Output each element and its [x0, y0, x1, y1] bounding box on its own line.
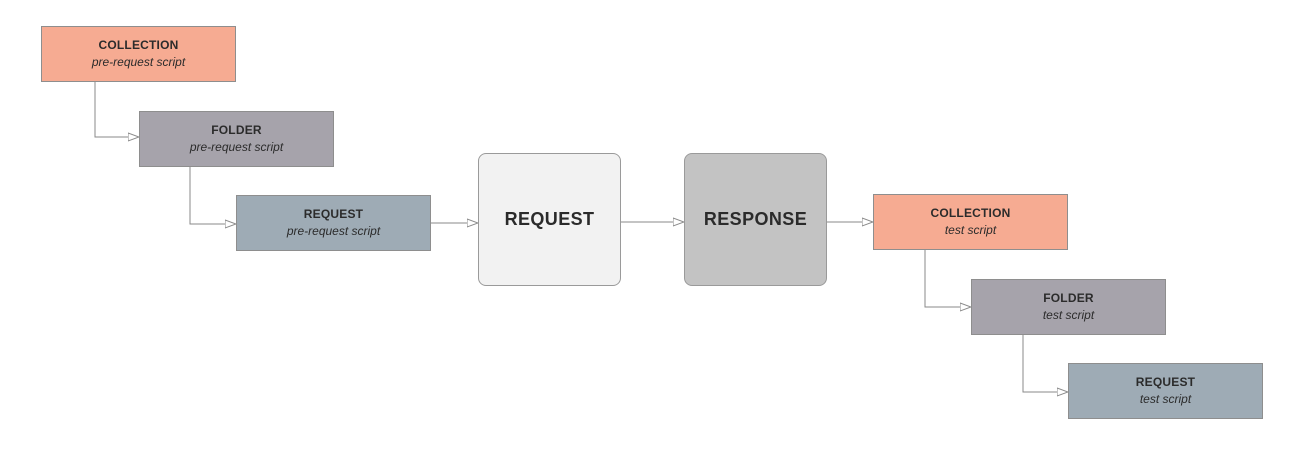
folder-pre-request-title: FOLDER [211, 123, 262, 137]
folder-test-box: FOLDER test script [971, 279, 1166, 335]
folder-test-subtitle: test script [1042, 308, 1095, 322]
collection-pre-request-title: COLLECTION [98, 38, 179, 52]
connector-collection-to-folder-test [924, 250, 971, 307]
connector-folder-to-request-test [1022, 335, 1068, 392]
response-label: RESPONSE [703, 209, 808, 229]
request-pre-request-title: REQUEST [303, 207, 364, 221]
request-test-title: REQUEST [1135, 375, 1196, 389]
collection-test-title: COLLECTION [930, 206, 1011, 220]
collection-pre-request-subtitle: pre-request script [91, 55, 186, 69]
connector-folder-to-request-pre [189, 167, 236, 224]
collection-test-box: COLLECTION test script [873, 194, 1068, 250]
request-test-box: REQUEST test script [1068, 363, 1263, 419]
connector-collection-to-folder-pre [94, 82, 139, 137]
request-test-subtitle: test script [1139, 392, 1192, 406]
request-box: REQUEST [478, 153, 621, 286]
collection-test-subtitle: test script [944, 223, 997, 237]
folder-pre-request-box: FOLDER pre-request script [139, 111, 334, 167]
folder-test-title: FOLDER [1043, 291, 1094, 305]
collection-pre-request-box: COLLECTION pre-request script [41, 26, 236, 82]
request-pre-request-box: REQUEST pre-request script [236, 195, 431, 251]
request-pre-request-subtitle: pre-request script [286, 224, 381, 238]
request-label: REQUEST [504, 209, 595, 229]
response-box: RESPONSE [684, 153, 827, 286]
folder-pre-request-subtitle: pre-request script [189, 140, 284, 154]
